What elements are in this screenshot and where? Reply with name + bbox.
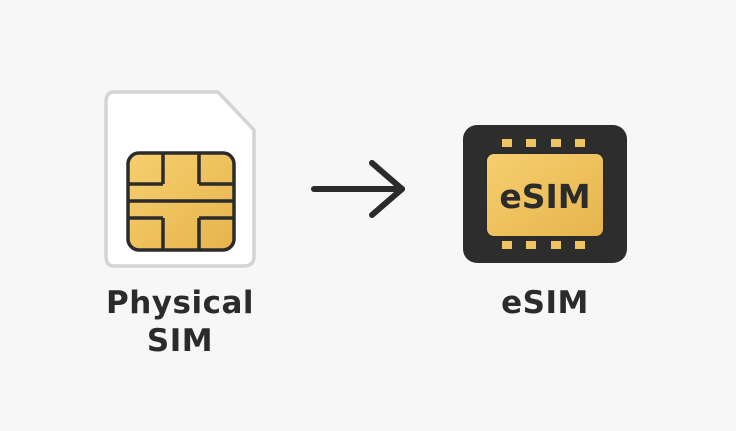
esim-chip: eSIM [463,125,627,263]
physical-sim-label-line1: Physical [106,285,254,321]
physical-sim-label: Physical SIM [80,284,280,360]
esim-top-pins [502,139,585,147]
esim-bottom-pins [502,241,585,249]
sim-contact-chip [126,151,236,252]
esim-chip-text: eSIM [499,177,590,216]
physical-sim-card [104,90,256,268]
esim-label: eSIM [501,285,589,321]
physical-sim-label-line2: SIM [146,323,214,359]
esim-chip-die [485,152,605,238]
arrow-right-icon [311,160,405,218]
